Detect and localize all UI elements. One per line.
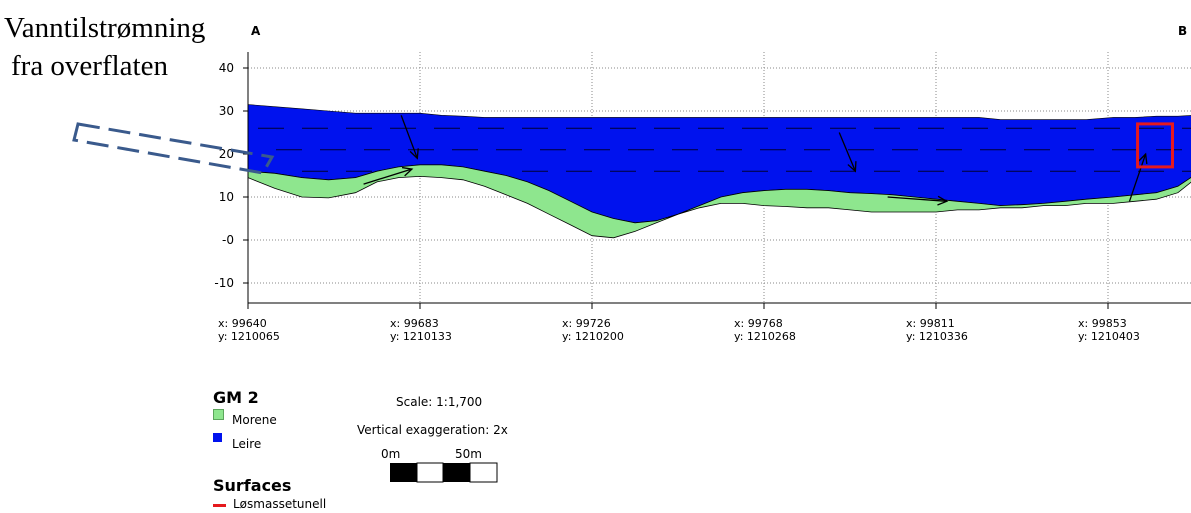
y-tick-label: 20 <box>219 147 234 161</box>
y-tick-label: 40 <box>219 61 234 75</box>
scale-bar-end-label: 50m <box>455 447 482 461</box>
flow-arrow-shaft <box>363 168 413 185</box>
x-tick-label-northing: y: 1210065 <box>218 330 280 343</box>
tunnel-rectangle <box>1136 122 1174 169</box>
legend-label-leire: Leire <box>232 437 262 451</box>
x-tick-label-easting: x: 99811 <box>906 317 955 330</box>
scale-segment-4 <box>469 462 498 483</box>
y-tick-label: -10 <box>214 276 234 290</box>
flow-arrow-head <box>401 166 414 177</box>
clay-hatch <box>258 127 1191 172</box>
flow-arrow <box>1128 152 1148 202</box>
scale-bar-start-label: 0m <box>381 447 401 461</box>
x-tick-label-northing: y: 1210200 <box>562 330 624 343</box>
flow-arrow <box>400 115 419 160</box>
legend-surfaces-title: Surfaces <box>213 476 292 495</box>
x-tick-label-northing: y: 1210268 <box>734 330 796 343</box>
scale-bar <box>390 462 498 483</box>
flow-arrow-shaft <box>400 115 418 159</box>
flow-arrow-head <box>847 161 857 173</box>
flow-arrows <box>363 115 1148 206</box>
inflow-dashed-box <box>72 122 275 175</box>
flow-arrow-shaft <box>838 132 856 172</box>
scale-ratio: Scale: 1:1,700 <box>396 395 483 409</box>
x-tick-label-easting: x: 99683 <box>390 317 439 330</box>
vertical-exaggeration: Vertical exaggeration: 2x <box>357 423 508 437</box>
annotation-line-2: fra overflaten <box>11 50 168 82</box>
x-tick-label-easting: x: 99726 <box>562 317 611 330</box>
legend-label-morene: Morene <box>232 413 277 427</box>
layer-areas <box>247 104 1191 239</box>
flow-arrow <box>887 195 949 206</box>
flow-arrow-head <box>1138 152 1148 165</box>
flow-arrow <box>838 132 857 173</box>
legend-swatch-leire <box>213 433 222 442</box>
y-tick-label: 30 <box>219 104 234 118</box>
x-tick-label-easting: x: 99768 <box>734 317 783 330</box>
legend-swatch-tunnel <box>213 504 226 507</box>
y-tick-label: 10 <box>219 190 234 204</box>
morene-layer-area <box>247 164 1191 239</box>
scale-segment-2 <box>416 462 444 483</box>
y-tick-labels: 40 30 20 10 -0 -10 <box>214 61 248 290</box>
scale-segment-3 <box>443 463 470 482</box>
y-tick-label: -0 <box>222 233 234 247</box>
x-tick-label-northing: y: 1210336 <box>906 330 968 343</box>
annotation-line-1: Vanntilstrømning <box>4 12 206 44</box>
legend-swatch-morene <box>213 409 224 420</box>
x-tick-label-northing: y: 1210403 <box>1078 330 1140 343</box>
scale-segment-1 <box>390 463 417 482</box>
x-tick-label-easting: x: 99853 <box>1078 317 1127 330</box>
axes <box>247 52 1191 304</box>
x-tick-label-easting: x: 99640 <box>218 317 267 330</box>
flow-arrow-head <box>409 148 419 160</box>
flow-arrow <box>363 166 414 185</box>
x-tick-label-northing: y: 1210133 <box>390 330 452 343</box>
legend-group-title: GM 2 <box>213 388 259 407</box>
flow-arrow-shaft <box>1128 153 1147 202</box>
tunnel-marker <box>1136 122 1174 169</box>
flow-arrow-shaft <box>887 196 947 202</box>
legend-label-tunnel: Løsmassetunell <box>233 497 327 511</box>
flow-arrow-head <box>937 195 949 206</box>
section-end-label: B <box>1178 24 1187 38</box>
section-start-label: A <box>251 24 261 38</box>
